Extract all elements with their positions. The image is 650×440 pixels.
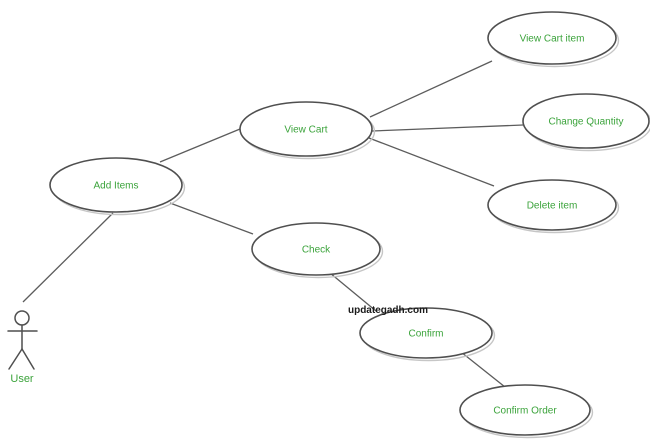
usecase-ellipse-confirm-order — [459, 384, 591, 436]
actor-head-stick-figure-icon — [14, 310, 30, 326]
association-line-add-items--check — [169, 202, 254, 235]
association-line-view-cart--delete-item — [368, 137, 495, 187]
association-line-view-cart--view-cart-item — [369, 60, 493, 118]
usecase-ellipse-add-items — [49, 157, 183, 213]
actor-label: User — [10, 373, 34, 385]
usecase-ellipse-check — [251, 222, 381, 276]
usecase-ellipse-delete-item — [487, 179, 617, 231]
usecase-ellipse-change-quantity — [522, 93, 650, 149]
association-line-add-items--view-cart — [159, 128, 241, 163]
usecase-label-view-cart: View Cart — [284, 125, 327, 136]
association-line-check--confirm — [329, 272, 377, 312]
usecase-label-view-cart-item: View Cart item — [520, 34, 585, 45]
association-line-confirm--confirm-order — [460, 351, 506, 388]
association-line-view-cart--change-quantity — [371, 124, 524, 132]
usecase-label-delete-item: Delete item — [527, 201, 578, 212]
usecase-label-confirm: Confirm — [408, 329, 443, 340]
actor-right-leg-line — [21, 348, 35, 370]
usecase-label-confirm-order: Confirm Order — [493, 406, 557, 417]
usecase-label-add-items: Add Items — [93, 181, 138, 192]
usecase-label-check: Check — [302, 245, 331, 256]
watermark-text: updategadh.com — [348, 305, 428, 316]
usecase-label-change-quantity: Change Quantity — [548, 117, 623, 128]
usecase-ellipse-view-cart — [239, 101, 373, 157]
usecase-ellipse-confirm — [359, 307, 493, 359]
usecase-ellipse-view-cart-item — [487, 11, 617, 65]
association-line-user--add-items — [22, 212, 114, 303]
actor-left-leg-line — [8, 348, 23, 370]
